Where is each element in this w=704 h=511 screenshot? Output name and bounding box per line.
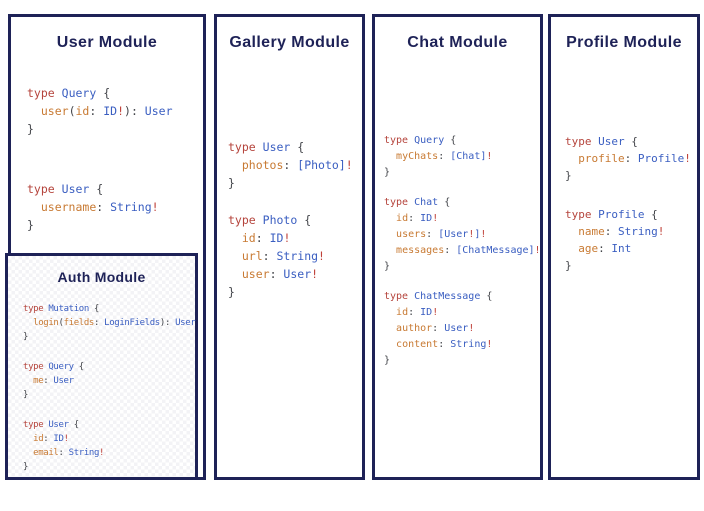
code-line: type Photo { <box>228 213 312 227</box>
code-line: type User { <box>27 182 104 196</box>
code-line: } <box>27 122 34 136</box>
code-line: username: String! <box>40 200 159 214</box>
panel-chat-module: Chat Module type Query { myChats: [Chat]… <box>372 14 543 480</box>
panel-profile-module: Profile Module type User { profile: Prof… <box>548 14 700 480</box>
code-line: id: ID! <box>396 307 439 318</box>
code-line: login(fields: LoginFields): User <box>33 318 196 328</box>
code-line: } <box>384 167 391 178</box>
graphql-code-user: type Query { user(id: ID!): User} type Us… <box>27 84 173 234</box>
code-line: type Chat { <box>384 197 451 208</box>
code-line: type ChatMessage { <box>384 291 493 302</box>
graphql-code-gallery: type User { photos: [Photo]!} type Photo … <box>228 138 353 301</box>
panel-title-chat: Chat Module <box>407 34 508 51</box>
code-line: type User { <box>565 135 638 148</box>
code-line: profile: Profile! <box>578 152 691 165</box>
code-line: } <box>23 462 29 472</box>
graphql-code-profile: type User { profile: Profile!} type Profi… <box>565 133 691 274</box>
code-line: age: Int <box>578 242 632 255</box>
code-line: myChats: [Chat]! <box>396 151 493 162</box>
code-line: type Query { <box>23 362 84 372</box>
code-line: type Profile { <box>565 208 658 221</box>
panel-title-user: User Module <box>56 34 158 51</box>
code-line: user: User! <box>241 267 319 281</box>
panel-title-profile: Profile Module <box>566 34 682 51</box>
code-line: } <box>384 261 391 272</box>
code-line: name: String! <box>578 225 665 238</box>
graphql-code-auth: type Mutation { login(fields: LoginField… <box>23 302 196 474</box>
code-line: content: String! <box>396 339 493 350</box>
code-line: user(id: ID!): User <box>40 104 173 118</box>
code-line: users: [User!]! <box>396 229 487 240</box>
panel-auth-module: Auth Module type Mutation { login(fields… <box>5 253 198 480</box>
code-line: } <box>384 355 391 366</box>
code-line: } <box>565 259 572 272</box>
code-line: me: User <box>33 376 74 386</box>
panel-title-gallery: Gallery Module <box>229 34 350 51</box>
code-line: } <box>565 169 572 182</box>
panel-title-auth: Auth Module <box>57 269 146 285</box>
code-line: } <box>27 218 34 232</box>
code-line: id: ID! <box>33 434 69 444</box>
code-line: id: ID! <box>396 213 439 224</box>
graphql-code-chat: type Query { myChats: [Chat]!} type Chat … <box>384 133 541 369</box>
code-line: id: ID! <box>241 231 291 245</box>
code-line: messages: [ChatMessage]! <box>396 245 541 256</box>
code-line: author: User! <box>396 323 475 334</box>
code-line: type Query { <box>27 86 111 100</box>
code-line: url: String! <box>241 249 325 263</box>
code-line: } <box>23 390 29 400</box>
code-line: email: String! <box>33 448 105 458</box>
code-line: } <box>23 332 29 342</box>
code-line: } <box>228 176 235 190</box>
code-line: photos: [Photo]! <box>241 158 353 172</box>
panel-user-module: User Module type Query { user(id: ID!): … <box>5 14 206 480</box>
panel-gallery-module: Gallery Module type User { photos: [Phot… <box>214 14 365 480</box>
code-line: type Query { <box>384 135 457 146</box>
code-line: type User { <box>228 140 305 154</box>
code-line: } <box>228 285 235 299</box>
code-line: type Mutation { <box>23 304 100 314</box>
code-line: type User { <box>23 420 79 430</box>
